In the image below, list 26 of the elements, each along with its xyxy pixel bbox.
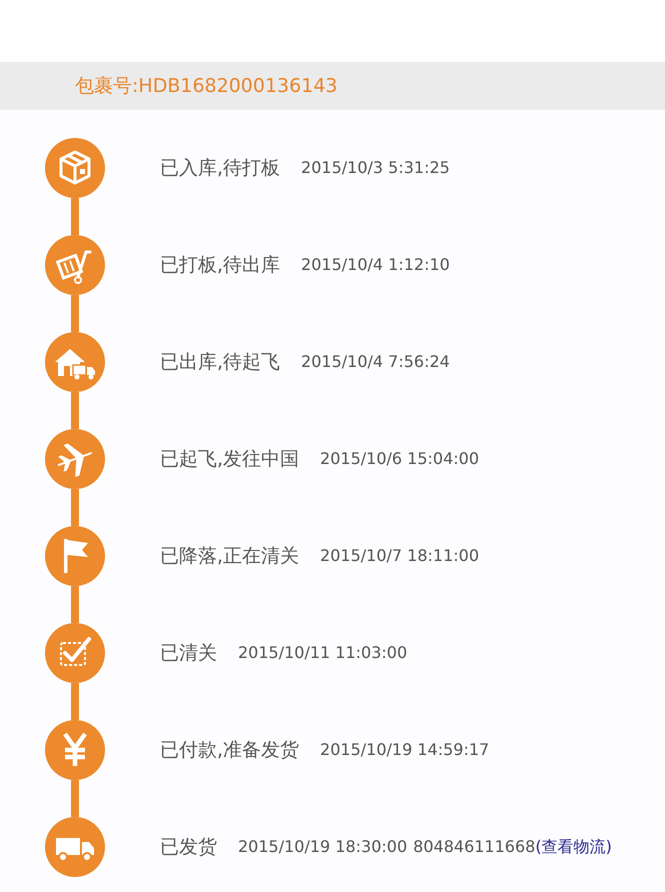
status-text: 已发货 xyxy=(160,835,217,859)
status-text: 已出库,待起飞 xyxy=(160,350,280,374)
logistics-link: (查看物流) xyxy=(535,837,612,857)
timeline-connector xyxy=(71,780,79,817)
status-text: 已入库,待打板 xyxy=(160,156,280,180)
timestamp: 2015/10/3 5:31:25 xyxy=(301,158,450,178)
timestamp: 2015/10/4 1:12:10 xyxy=(301,255,450,275)
status-text: 已降落,正在清关 xyxy=(160,544,300,568)
tracking-number: 804846111668 xyxy=(413,837,536,857)
timeline-connector xyxy=(71,198,79,235)
status-text: 已清关 xyxy=(160,641,217,665)
timestamp: 2015/10/7 18:11:00 xyxy=(320,546,480,566)
parcel-number: 包裹号:HDB1682000136143 xyxy=(75,74,338,98)
timeline-connector xyxy=(71,683,79,720)
status-text: 已付款,准备发货 xyxy=(160,738,300,762)
timeline-connector xyxy=(71,586,79,623)
timestamp: 2015/10/19 14:59:17 xyxy=(320,740,490,760)
timeline-connector xyxy=(71,295,79,332)
status-text: 已打板,待出库 xyxy=(160,253,280,277)
timestamp: 2015/10/11 11:03:00 xyxy=(238,643,408,663)
timestamp: 2015/10/6 15:04:00 xyxy=(320,449,480,469)
timestamp: 2015/10/19 18:30:00 xyxy=(238,837,408,857)
timestamp: 2015/10/4 7:56:24 xyxy=(301,352,450,372)
status-text: 已起飞,发往中国 xyxy=(160,447,300,471)
timeline-connector xyxy=(71,392,79,429)
timeline-connector xyxy=(71,489,79,526)
